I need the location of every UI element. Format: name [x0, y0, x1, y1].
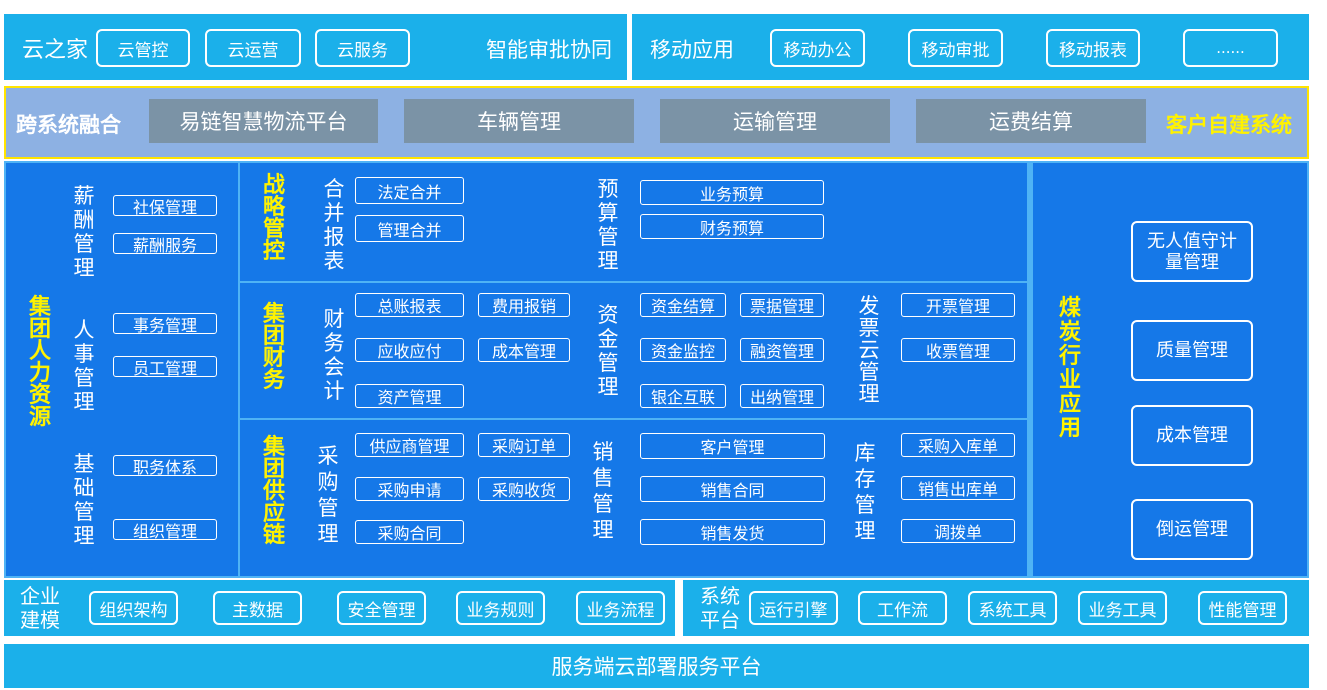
purchase-contract-button[interactable]: 采购合同: [355, 520, 464, 544]
sales-outbound-button[interactable]: 销售出库单: [901, 476, 1015, 500]
coal-cost-management-button[interactable]: 成本管理: [1131, 405, 1253, 466]
coal-title: 煤炭行业应用: [1058, 296, 1081, 441]
fund-monitor-button[interactable]: 资金监控: [640, 338, 726, 362]
receivable-payable-button[interactable]: 应收应付: [355, 338, 464, 362]
supply-title: 集团供应链: [262, 435, 285, 548]
mobile-app-title: 移动应用: [650, 38, 734, 62]
transport-management-box[interactable]: 运输管理: [660, 99, 890, 143]
org-management-button[interactable]: 组织管理: [113, 519, 217, 541]
sales-management-label: 销售管理: [592, 440, 614, 542]
mobile-app-bar: [632, 14, 1309, 80]
financial-accounting-label: 财务会计: [323, 307, 345, 403]
financing-management-button[interactable]: 融资管理: [740, 338, 824, 362]
transshipment-management-button[interactable]: 倒运管理: [1131, 499, 1253, 560]
workflow-button[interactable]: 工作流: [858, 591, 947, 625]
freight-settlement-box[interactable]: 运费结算: [916, 99, 1146, 143]
quality-management-button[interactable]: 质量管理: [1131, 320, 1253, 381]
fund-settlement-button[interactable]: 资金结算: [640, 293, 726, 317]
cross-system-title: 跨系统融合: [16, 113, 121, 137]
finance-budget-button[interactable]: 财务预算: [640, 214, 824, 239]
mobile-office-button[interactable]: 移动办公: [770, 29, 865, 67]
cloud-service-button[interactable]: 云服务: [315, 29, 410, 67]
purchase-request-button[interactable]: 采购申请: [355, 477, 464, 501]
bill-management-button[interactable]: 票据管理: [740, 293, 824, 317]
asset-management-button[interactable]: 资产管理: [355, 384, 464, 408]
coal-panel: [1033, 163, 1307, 576]
social-security-button[interactable]: 社保管理: [113, 195, 217, 217]
finance-panel: [240, 283, 1027, 418]
security-management-button[interactable]: 安全管理: [337, 591, 426, 625]
footer-label: 服务端云部署服务平台: [551, 655, 762, 679]
master-data-button[interactable]: 主数据: [213, 591, 302, 625]
cashier-management-button[interactable]: 出纳管理: [740, 384, 824, 408]
purchase-inbound-button[interactable]: 采购入库单: [901, 433, 1015, 457]
run-engine-button[interactable]: 运行引擎: [749, 591, 838, 625]
strategy-title: 战略管控: [262, 173, 285, 264]
enterprise-modeling-bar: [4, 580, 675, 636]
business-budget-button[interactable]: 业务预算: [640, 180, 824, 205]
hr-title: 集团人力资源: [28, 295, 51, 430]
logistics-platform-box[interactable]: 易链智慧物流平台: [149, 99, 378, 143]
business-process-button[interactable]: 业务流程: [576, 591, 665, 625]
employee-management-button[interactable]: 员工管理: [113, 356, 217, 378]
customer-system-label: 客户自建系统: [1166, 113, 1292, 137]
system-tools-button[interactable]: 系统工具: [968, 591, 1057, 625]
salary-service-button[interactable]: 薪酬服务: [113, 233, 217, 255]
legal-merge-button[interactable]: 法定合并: [355, 177, 464, 204]
expense-reimbursement-button[interactable]: 费用报销: [478, 293, 570, 317]
footer-bar: [4, 644, 1309, 688]
cloud-operation-button[interactable]: 云运营: [205, 29, 301, 67]
customer-management-button[interactable]: 客户管理: [640, 433, 825, 459]
ledger-report-button[interactable]: 总账报表: [355, 293, 464, 317]
hr-panel: [6, 163, 238, 576]
smart-approval-label: 智能审批协同: [486, 38, 612, 62]
business-rules-button[interactable]: 业务规则: [456, 591, 545, 625]
fund-management-label: 资金管理: [597, 303, 619, 399]
salary-management-label: 薪酬管理: [73, 184, 95, 280]
enterprise-modeling-title: 企业建模: [20, 584, 60, 632]
purchase-management-label: 采购管理: [317, 444, 339, 546]
mobile-approval-button[interactable]: 移动审批: [908, 29, 1003, 67]
system-platform-title: 系统平台: [700, 584, 740, 632]
sales-delivery-button[interactable]: 销售发货: [640, 519, 825, 545]
cost-management-button[interactable]: 成本管理: [478, 338, 570, 362]
affairs-management-button[interactable]: 事务管理: [113, 313, 217, 335]
org-structure-button[interactable]: 组织架构: [89, 591, 178, 625]
supplier-management-button[interactable]: 供应商管理: [355, 433, 464, 457]
supply-panel: [240, 420, 1027, 576]
management-merge-button[interactable]: 管理合并: [355, 215, 464, 242]
purchase-order-button[interactable]: 采购订单: [478, 433, 570, 457]
invoicing-button[interactable]: 开票管理: [901, 293, 1015, 317]
cloud-control-button[interactable]: 云管控: [96, 29, 190, 67]
unmanned-metering-button[interactable]: 无人值守计量管理: [1131, 221, 1253, 282]
sales-contract-button[interactable]: 销售合同: [640, 476, 825, 502]
cloud-home-title: 云之家: [22, 38, 89, 63]
transfer-order-button[interactable]: 调拨单: [901, 519, 1015, 543]
basic-management-label: 基础管理: [73, 452, 95, 548]
invoice-receipt-button[interactable]: 收票管理: [901, 338, 1015, 362]
mobile-report-button[interactable]: 移动报表: [1046, 29, 1140, 67]
inventory-management-label: 库存管理: [854, 441, 876, 543]
bank-link-button[interactable]: 银企互联: [640, 384, 726, 408]
personnel-management-label: 人事管理: [73, 318, 95, 414]
business-tools-button[interactable]: 业务工具: [1078, 591, 1167, 625]
vehicle-management-box[interactable]: 车辆管理: [404, 99, 634, 143]
finance-title: 集团财务: [262, 302, 285, 393]
strategy-panel: [240, 163, 1027, 281]
purchase-receipt-button[interactable]: 采购收货: [478, 477, 570, 501]
merge-report-label: 合并报表: [323, 177, 345, 273]
budget-management-label: 预算管理: [597, 177, 619, 273]
system-platform-bar: [683, 580, 1309, 636]
job-system-button[interactable]: 职务体系: [113, 455, 217, 477]
more-button[interactable]: ......: [1183, 29, 1278, 67]
invoice-cloud-label: 发票云管理: [858, 294, 880, 406]
performance-management-button[interactable]: 性能管理: [1198, 591, 1287, 625]
